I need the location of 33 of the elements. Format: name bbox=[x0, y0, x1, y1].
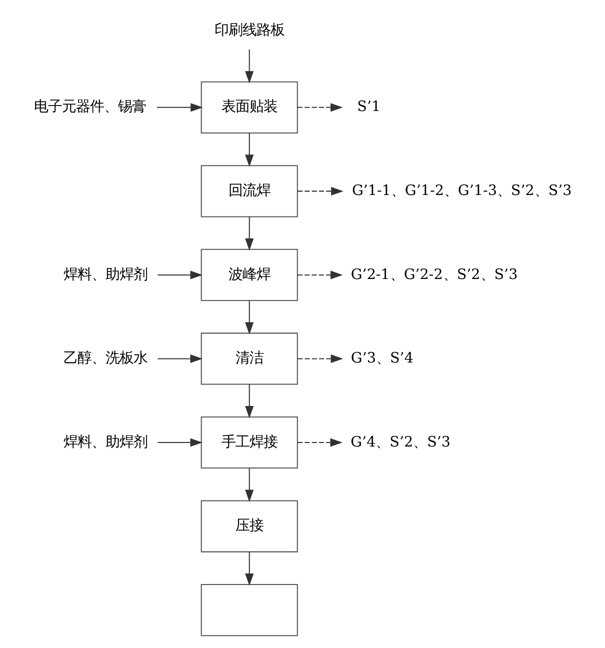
node-box: 波峰焊 bbox=[200, 248, 298, 302]
arrow bbox=[245, 384, 254, 418]
arrow bbox=[297, 103, 343, 112]
arrow bbox=[297, 270, 343, 280]
node-text: G’3、S’4 bbox=[350, 350, 414, 367]
node-box: 回流焊 bbox=[200, 165, 298, 218]
node-box: 表面贴装 bbox=[200, 81, 298, 134]
node-text: G’1-1、G’1-2、G’1-3、S’2、S’3 bbox=[352, 182, 572, 199]
arrow bbox=[245, 468, 254, 502]
node-text: 电子元器件、锡膏 bbox=[34, 99, 146, 116]
arrow bbox=[158, 270, 203, 280]
arrow bbox=[158, 438, 203, 447]
arrow bbox=[298, 438, 343, 447]
arrow bbox=[245, 300, 254, 334]
arrow bbox=[298, 354, 344, 364]
node-text: 焊料、助焊剂 bbox=[63, 266, 148, 283]
arrow bbox=[245, 132, 254, 167]
node-text: G’4、S’2、S’3 bbox=[350, 434, 451, 450]
node-text: S’1 bbox=[357, 99, 381, 116]
arrow bbox=[245, 216, 254, 251]
node-box: 压接 bbox=[200, 500, 298, 552]
arrow bbox=[298, 186, 344, 196]
node-text: 印刷线路板 bbox=[214, 22, 284, 39]
arrow bbox=[245, 552, 254, 586]
arrow bbox=[156, 103, 203, 112]
node-text: 乙醇、洗板水 bbox=[63, 350, 148, 367]
arrow bbox=[158, 354, 203, 364]
node-box: 清洁 bbox=[200, 332, 298, 385]
node-text: 焊料、助焊剂 bbox=[63, 434, 148, 450]
node-box: 手工焊接 bbox=[200, 416, 298, 469]
arrow bbox=[245, 50, 254, 84]
node-box bbox=[200, 584, 298, 636]
node-text: G’2-1、G’2-2、S’2、S’3 bbox=[350, 266, 518, 283]
